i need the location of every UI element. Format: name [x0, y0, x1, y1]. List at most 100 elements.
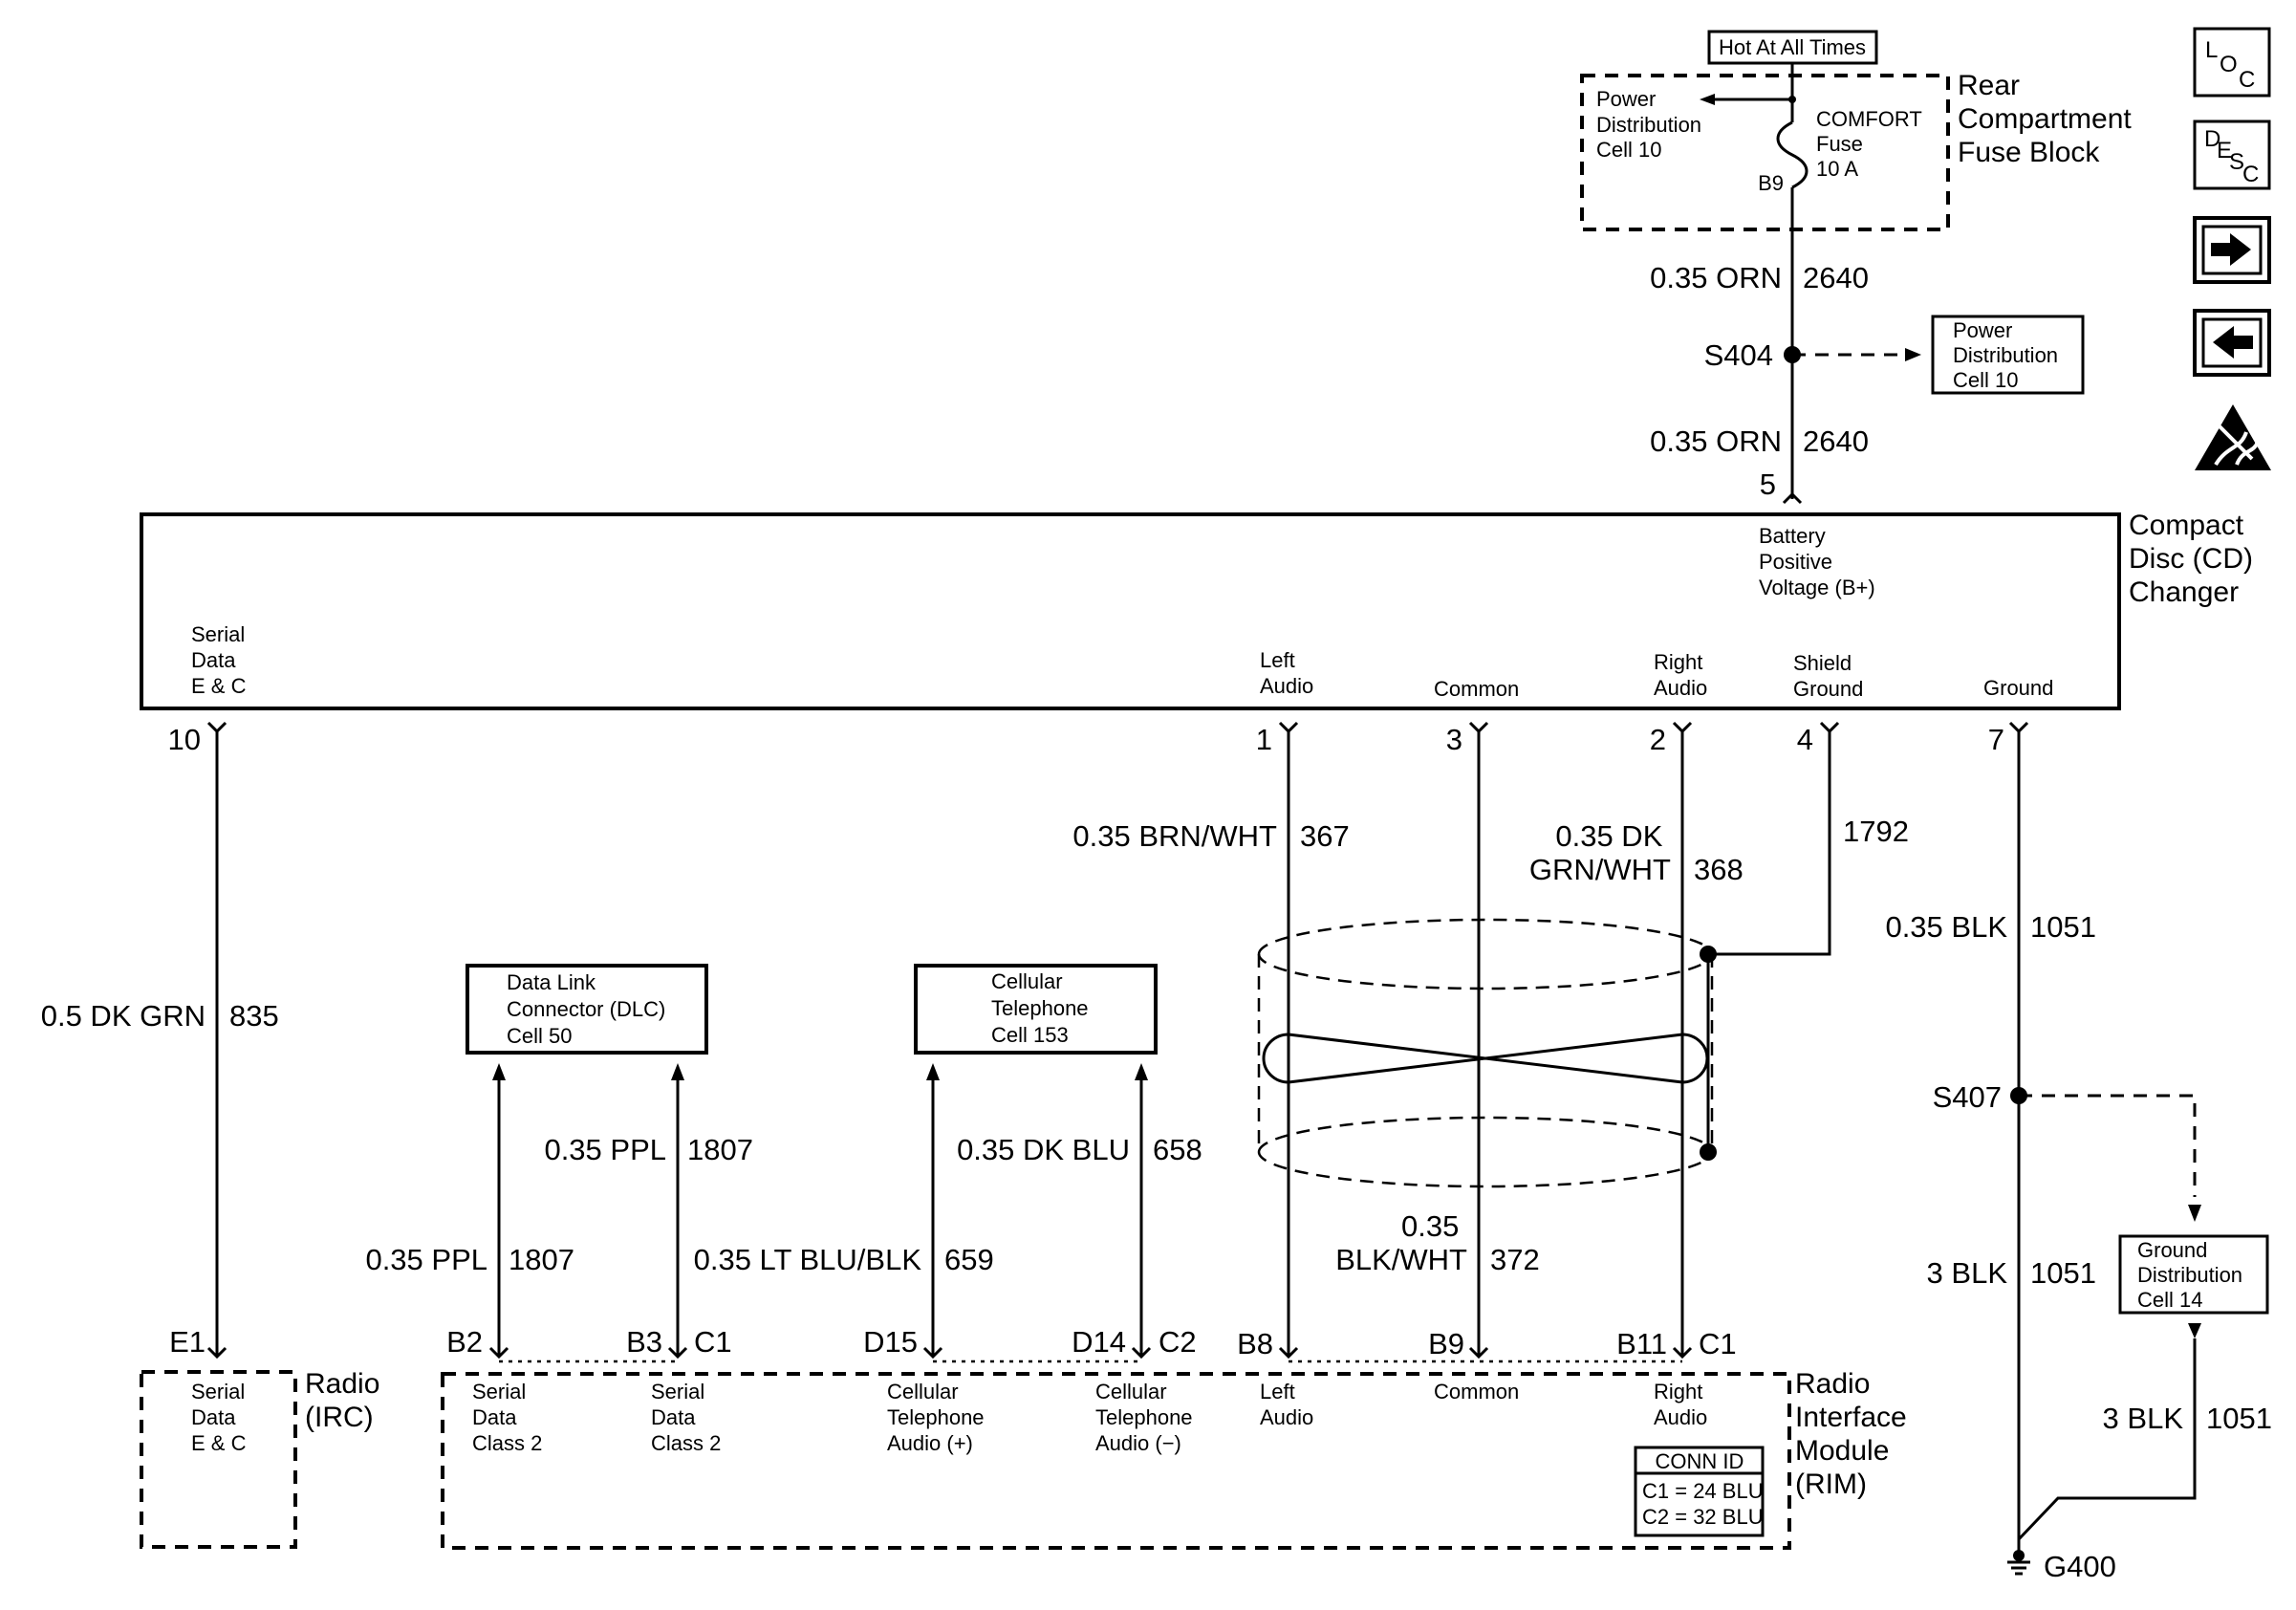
feed-wire-2-gauge: 0.35 ORN: [1650, 424, 1782, 458]
cd-pin-2: 2: [1650, 723, 1666, 756]
wire-1051-c: [2017, 1338, 2197, 1541]
rim-title: Radio Interface Module (RIM): [1795, 1368, 1915, 1500]
wire-372-circuit: 372: [1490, 1243, 1540, 1276]
wire-368-circuit: 368: [1694, 853, 1744, 886]
ground-circuit: 0.35 BLK 1051 S407 Ground Distribution C…: [1885, 731, 2272, 1583]
rim-conn-id-box: [1634, 1446, 1765, 1537]
cd-pin-10: 10: [168, 723, 201, 756]
radio-pin-e1-connector: [206, 1346, 227, 1360]
radio-interface-module: Radio Interface Module (RIM) B2 B3 C1 D1…: [441, 1325, 1915, 1550]
wire-1807-b-gauge: 0.35 PPL: [544, 1133, 666, 1166]
wire-658-gauge: 0.35 DK BLU: [957, 1133, 1130, 1166]
cd-changer-outline: [140, 512, 2121, 710]
svg-text:D: D: [2204, 126, 2220, 152]
rim-pin-d14-connector: [1131, 1346, 1152, 1360]
reference-boxes: Data Link Connector (DLC) Cell 50 Cellul…: [365, 964, 1202, 1357]
cd-changer: Compact Disc (CD) Changer Battery Positi…: [140, 510, 2261, 756]
radio-irc-outline: [140, 1370, 297, 1549]
rim-pin-b8: B8: [1237, 1327, 1273, 1360]
shield-bottom-ellipse: [1257, 1116, 1714, 1188]
audio-circuits: 0.35 BRN/WHT 367 0.35 DK GRN/WHT 368 179…: [1072, 731, 1909, 1357]
svg-text:E: E: [2217, 138, 2232, 163]
cd-pin-1-connector: [1278, 721, 1299, 734]
cd-pin-3-connector: [1468, 721, 1489, 734]
cd-common-label: Common: [1434, 677, 1519, 701]
cd-right-audio-label: Right Audio: [1654, 650, 1708, 700]
svg-text:S: S: [2229, 149, 2244, 175]
cd-ground-label: Ground: [1983, 676, 2053, 700]
cd-serial-label: Serial Data E & C: [191, 622, 250, 698]
wire-1792-circuit: 1792: [1843, 815, 1909, 848]
rim-pin-b3-connector: [667, 1346, 688, 1360]
fuse-block-outline: [1580, 74, 1950, 231]
wire-1807-a-arrowhead: [492, 1063, 506, 1080]
dlc-ref-box: [466, 964, 708, 1055]
wire-1807-b-arrowhead: [671, 1063, 684, 1080]
fuse-block-pdc-label: Power Distribution Cell 10: [1596, 87, 1707, 162]
cd-pin-3: 3: [1446, 723, 1462, 756]
cd-shield-ground-label: Shield Ground: [1793, 651, 1863, 701]
rim-cell-audio-pos: Cellular Telephone Audio (+): [887, 1380, 990, 1455]
cd-pin-5: 5: [1760, 468, 1776, 501]
pdc-feed-arrowhead: [1700, 94, 1715, 105]
rim-pin-b2-connector: [488, 1346, 509, 1360]
wire-368-gauge: 0.35 DK GRN/WHT: [1529, 819, 1671, 886]
rim-pin-b9-connector: [1468, 1346, 1489, 1360]
rim-serial-class2-b: Serial Data Class 2: [651, 1380, 721, 1455]
cd-left-audio-label: Left Audio: [1260, 648, 1313, 698]
rim-pin-c2: C2: [1159, 1325, 1197, 1359]
rim-serial-class2-a: Serial Data Class 2: [472, 1380, 542, 1455]
twisted-pair-symbol: [1262, 1033, 1709, 1084]
svg-text:O: O: [2220, 52, 2238, 77]
rim-left-audio: Left Audio: [1260, 1380, 1313, 1429]
arrow-right-icon[interactable]: [2193, 216, 2271, 284]
wire-367-circuit: 367: [1300, 819, 1350, 853]
radio-serial-label: Serial Data E & C: [191, 1380, 250, 1455]
splice-s404-label: S404: [1704, 338, 1773, 372]
shield-top-ellipse: [1257, 918, 1714, 990]
arrow-left-icon[interactable]: [2193, 309, 2271, 377]
fuse-pin-b9: B9: [1758, 171, 1784, 195]
comfort-fuse-symbol: [1776, 120, 1809, 189]
cd-pin-4-connector: [1819, 721, 1840, 734]
hot-at-all-times-label: Hot At All Times: [1719, 35, 1866, 59]
cd-pin-10-connector: [206, 721, 227, 734]
wire-1051-a-circuit: 1051: [2030, 910, 2096, 944]
ground-distribution-text: Ground Distribution Cell 14: [2137, 1238, 2248, 1312]
fuse-block-title: Rear Compartment Fuse Block: [1958, 70, 2139, 168]
location-icon[interactable]: L O C: [2193, 27, 2271, 98]
rim-pin-c1a: C1: [694, 1325, 732, 1359]
rim-cell-audio-neg: Cellular Telephone Audio (−): [1095, 1380, 1199, 1455]
wire-1051-a-gauge: 0.35 BLK: [1885, 910, 2007, 944]
wire-1792: [1708, 731, 1831, 956]
rim-conn-id-values: C1 = 24 BLU C2 = 32 BLU: [1642, 1479, 1769, 1529]
top-feed-circuit: 0.35 ORN 2640 S404 Power Distribution Ce…: [1650, 187, 2085, 505]
ground-g400-icon: [2007, 1539, 2030, 1576]
rim-pin-b2: B2: [446, 1325, 483, 1359]
svg-text:C: C: [2239, 67, 2255, 93]
rim-pin-b9: B9: [1428, 1327, 1464, 1360]
cd-battery-label: Battery Positive Voltage (B+): [1759, 524, 1875, 599]
splice-s407-ref-arrowhead: [2188, 1205, 2201, 1222]
rim-pin-d15-connector: [922, 1346, 943, 1360]
wire-658-circuit: 658: [1153, 1133, 1202, 1166]
feed-wire-1-gauge: 0.35 ORN: [1650, 261, 1782, 294]
rim-pin-b8-connector: [1278, 1346, 1299, 1360]
ground-g400-label: G400: [2044, 1550, 2116, 1583]
ground-distribution-box: [2118, 1234, 2269, 1315]
wire-835-gauge: 0.5 DK GRN: [41, 999, 206, 1033]
feed-wire-1-circuit: 2640: [1803, 261, 1869, 294]
cellular-ref-text: Cellular Telephone Cell 153: [991, 969, 1094, 1047]
serial-data-circuit: 0.5 DK GRN 835: [41, 731, 279, 1357]
splice-s404-ref-text: Power Distribution Cell 10: [1953, 318, 2064, 392]
rim-pin-b11-connector: [1672, 1346, 1693, 1360]
description-icon[interactable]: D E S C: [2193, 120, 2271, 190]
rim-pin-c1b: C1: [1699, 1327, 1737, 1360]
cd-changer-title: Compact Disc (CD) Changer: [2129, 510, 2261, 608]
splice-s404-ref-box: [1931, 315, 2085, 395]
rim-pin-d14: D14: [1072, 1325, 1126, 1359]
wire-1051-b-gauge: 3 BLK: [1927, 1256, 2008, 1290]
wire-1051-c-gauge: 3 BLK: [2103, 1402, 2184, 1435]
feed-wire-2-circuit: 2640: [1803, 424, 1869, 458]
wire-1051-b-circuit: 1051: [2030, 1256, 2096, 1290]
